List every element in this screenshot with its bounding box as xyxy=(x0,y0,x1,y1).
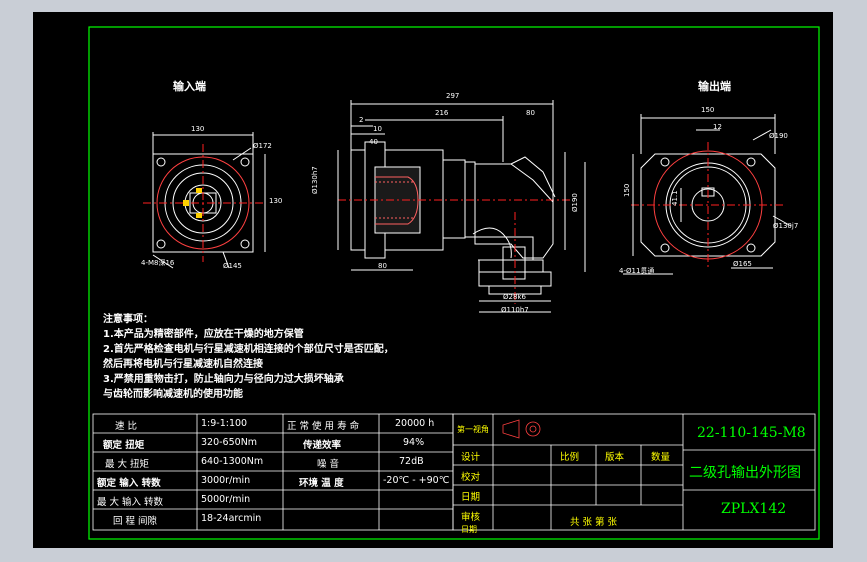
date-label: 日期 xyxy=(461,492,481,503)
drawing-title: 二级孔输出外形图 xyxy=(689,465,801,481)
note-line-1: 1.本产品为精密部件，应放在干燥的地方保管 xyxy=(103,329,304,340)
dim-out-130: Ø130j7 xyxy=(773,222,799,230)
spec-value-backlash: 18-24arcmin xyxy=(201,513,262,524)
dim-side-80: 80 xyxy=(526,109,535,117)
spec-value-temperature: -20℃ - +90℃ xyxy=(383,475,450,486)
spec-label-rated-speed: 额定 输入 转数 xyxy=(97,478,161,489)
spec-value-max-speed: 5000r/min xyxy=(201,494,251,505)
dim-side-190: Ø190 xyxy=(571,193,579,212)
view-angle-label: 第一视角 xyxy=(457,425,489,434)
dim-out-holes: 4-Ø11贯通 xyxy=(619,267,655,275)
design-label: 设计 xyxy=(461,452,481,463)
dim-out-150: 150 xyxy=(623,183,631,197)
dim-side-bot: Ø110h7 xyxy=(501,306,529,314)
dim-side-80b: 80 xyxy=(378,262,387,270)
note-line-5: 与齿轮而影响减速机的使用功能 xyxy=(103,389,243,400)
spec-label-rated-torque: 额定 扭矩 xyxy=(103,440,145,451)
dim-in-width: 130 xyxy=(191,125,205,133)
input-end-view xyxy=(143,132,266,269)
dim-side-216: 216 xyxy=(435,109,449,117)
spec-label-backlash: 回 程 间隙 xyxy=(113,516,158,527)
input-end-label: 输入端 xyxy=(173,80,206,93)
output-end-label: 输出端 xyxy=(698,80,731,93)
quantity-label: 数量 xyxy=(651,452,671,463)
spec-value-life: 20000 h xyxy=(395,418,435,429)
dim-out-width: 150 xyxy=(701,106,715,114)
spec-label-max-speed: 最 大 输入 转数 xyxy=(97,497,164,508)
output-end-view xyxy=(623,114,792,275)
review-label: 审核 xyxy=(461,512,481,523)
model-number: ZPLX142 xyxy=(721,501,787,517)
side-view xyxy=(337,100,586,313)
spec-value-noise: 72dB xyxy=(399,456,424,467)
sheets-label: 共 张 第 张 xyxy=(570,517,618,528)
dim-side-total: 297 xyxy=(446,92,460,100)
dim-in-dia: Ø172 xyxy=(253,142,272,150)
spec-label-ratio: 速 比 xyxy=(115,421,138,432)
dim-out-165: Ø165 xyxy=(733,260,752,268)
spec-value-ratio: 1:9-1:100 xyxy=(201,418,248,429)
dim-in-holes: 4-M8深16 xyxy=(141,259,175,267)
spec-value-rated-torque: 320-650Nm xyxy=(201,437,258,448)
check-label: 校对 xyxy=(461,472,481,483)
version-label: 版本 xyxy=(605,452,625,463)
dim-out-12: 12 xyxy=(713,123,722,131)
spec-label-noise: 噪 音 xyxy=(317,459,340,470)
notes-title: 注意事项： xyxy=(103,314,153,325)
tables-grid xyxy=(92,413,816,531)
spec-value-rated-speed: 3000r/min xyxy=(201,475,251,486)
spec-label-efficiency: 传递效率 xyxy=(303,440,342,451)
spec-value-efficiency: 94% xyxy=(403,437,425,448)
dim-side-40: 40 xyxy=(369,138,378,146)
technical-notes: 注意事项： 1.本产品为精密部件，应放在干燥的地方保管 2.首先严格检查电机与行… xyxy=(103,312,394,402)
drawing-sheet: 输入端 输出端 130 Ø172 130 4-M8深16 Ø145 297 21… xyxy=(33,12,833,548)
dim-side-130: Ø130h7 xyxy=(311,166,319,194)
dim-in-dia2: Ø145 xyxy=(223,262,242,270)
spec-label-max-torque: 最 大 扭矩 xyxy=(105,459,150,470)
spec-label-temperature: 环境 温 度 xyxy=(299,478,344,489)
dim-side-2: 2 xyxy=(359,116,364,124)
scale-label: 比例 xyxy=(560,452,580,463)
note-line-3: 然后再将电机与行星减速机自然连接 xyxy=(103,359,263,370)
drawing-border xyxy=(88,26,820,540)
date-label-2: 日期 xyxy=(461,525,477,534)
dim-out-41: 41.1 xyxy=(671,190,679,206)
note-line-2: 2.首先严格检查电机与行星减速机相连接的个部位尺寸是否匹配， xyxy=(103,344,394,355)
note-line-4: 3.严禁用重物击打，防止轴向力与径向力过大损坏轴承 xyxy=(103,374,344,385)
part-number: 22-110-145-M8 xyxy=(697,425,806,441)
spec-label-life: 正 常 使 用 寿 命 xyxy=(287,421,360,432)
dim-side-10: 10 xyxy=(373,125,382,133)
dim-in-height: 130 xyxy=(269,197,283,205)
cad-drawing xyxy=(88,26,820,540)
dim-out-190: Ø190 xyxy=(769,132,788,140)
dim-side-base: Ø28k6 xyxy=(503,293,526,301)
spec-value-max-torque: 640-1300Nm xyxy=(201,456,264,467)
